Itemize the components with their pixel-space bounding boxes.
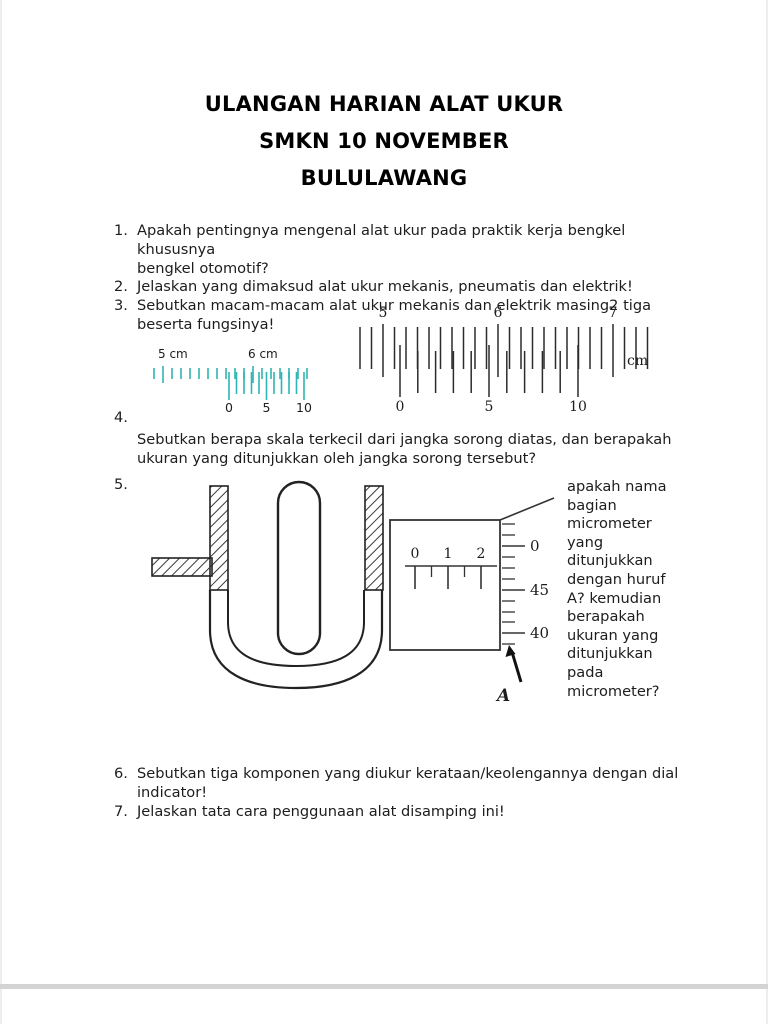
- question-text: Sebutkan tiga komponen yang diukur kerat…: [137, 765, 679, 801]
- thimble-label-0: 0: [530, 537, 540, 555]
- question-number: 7.: [114, 802, 128, 820]
- pointer-label-A: A: [495, 686, 510, 706]
- caliper-large-cm7-label: 7: [609, 305, 618, 321]
- page-bottom-divider: [0, 984, 768, 989]
- thimble-scale-ticks: [502, 523, 525, 645]
- question-number: 1.: [114, 222, 128, 239]
- caliper-small-main-scale-ticks: [153, 366, 308, 383]
- frame-outer-wall: [208, 590, 384, 690]
- caliper-small-vernier-0: 0: [225, 400, 233, 415]
- title-line-3: BULULAWANG: [300, 166, 468, 190]
- spindle-capsule: [276, 480, 322, 656]
- frame-inner-wall: [227, 590, 365, 668]
- caliper-large-vernier-10: 10: [569, 399, 587, 415]
- caliper-small-vernier-ticks: [228, 372, 305, 400]
- vernier-caliper-large-figure: 5 6 7 cm 0 5 10: [359, 305, 649, 415]
- thimble-label-40: 40: [530, 624, 549, 642]
- question-4-number: 4.: [114, 409, 128, 426]
- question-1: 1. Apakah pentingnya mengenal alat ukur …: [114, 222, 694, 278]
- questions-1-3: 1. Apakah pentingnya mengenal alat ukur …: [114, 222, 694, 335]
- question-6: 6. Sebutkan tiga komponen yang diukur ke…: [114, 765, 694, 803]
- caliper-large-unit-label: cm: [627, 353, 648, 369]
- caliper-large-vernier-0: 0: [396, 399, 405, 415]
- question-text: Jelaskan tata cara penggunaan alat disam…: [137, 802, 505, 820]
- pointer-arrowhead: [505, 645, 516, 657]
- caliper-small-cm5-label: 5 cm: [158, 347, 188, 361]
- frame-right-wall-hatched: [364, 485, 384, 591]
- question-7: 7. Jelaskan tata cara penggunaan alat di…: [114, 803, 694, 822]
- micrometer-caption: apakah nama bagian micrometer yang ditun…: [567, 478, 667, 700]
- caliper-small-vernier-10: 10: [296, 400, 312, 415]
- title-line-1: ULANGAN HARIAN ALAT UKUR: [204, 92, 564, 116]
- pointer-arrow: [510, 651, 523, 683]
- title-line-2: SMKN 10 NOVEMBER: [259, 129, 509, 153]
- sleeve-scale-ticks: [414, 566, 482, 589]
- caliper-large-cm5-label: 5: [379, 305, 388, 321]
- frame-left-wall-hatched: [209, 485, 229, 591]
- sleeve-label-0: 0: [411, 546, 420, 562]
- anvil-bar-hatched: [151, 557, 213, 577]
- caliper-small-vernier-5: 5: [263, 400, 271, 415]
- question-3: 3. Sebutkan macam-macam alat ukur mekani…: [114, 297, 694, 335]
- document-title: ULANGAN HARIAN ALAT UKUR SMKN 10 NOVEMBE…: [0, 86, 768, 197]
- question-text: Apakah pentingnya mengenal alat ukur pad…: [137, 222, 626, 277]
- questions-6-7: 6. Sebutkan tiga komponen yang diukur ke…: [114, 765, 694, 821]
- sleeve-label-1: 1: [444, 546, 453, 562]
- page-left-edge: [0, 0, 2, 1024]
- sleeve-body: [389, 519, 501, 651]
- question-number: 2.: [114, 278, 128, 296]
- vernier-caliper-small-figure: 5 cm 6 cm 0 5 10: [153, 347, 312, 415]
- page-right-edge: [766, 0, 768, 1024]
- question-2: 2. Jelaskan yang dimaksud alat ukur meka…: [114, 278, 694, 297]
- caliper-large-main-scale-ticks: [359, 324, 649, 377]
- sleeve-label-2: 2: [477, 546, 486, 562]
- sleeve-top-diagonal: [499, 497, 555, 521]
- question-number: 6.: [114, 765, 128, 782]
- thimble-label-45: 45: [530, 581, 549, 599]
- caliper-large-vernier-5: 5: [485, 399, 494, 415]
- question-4-text: Sebutkan berapa skala terkecil dari jang…: [137, 431, 672, 467]
- caliper-large-cm6-label: 6: [494, 305, 503, 321]
- caliper-small-cm6-label: 6 cm: [248, 347, 278, 361]
- micrometer-figure: 0 1 2 0 45 40 A: [151, 480, 555, 706]
- question-5-number: 5.: [114, 476, 128, 493]
- question-text: Sebutkan macam-macam alat ukur mekanis d…: [137, 297, 652, 333]
- question-number: 3.: [114, 297, 128, 315]
- caliper-large-vernier-ticks: [399, 345, 579, 397]
- question-text: Jelaskan yang dimaksud alat ukur mekanis…: [137, 278, 633, 296]
